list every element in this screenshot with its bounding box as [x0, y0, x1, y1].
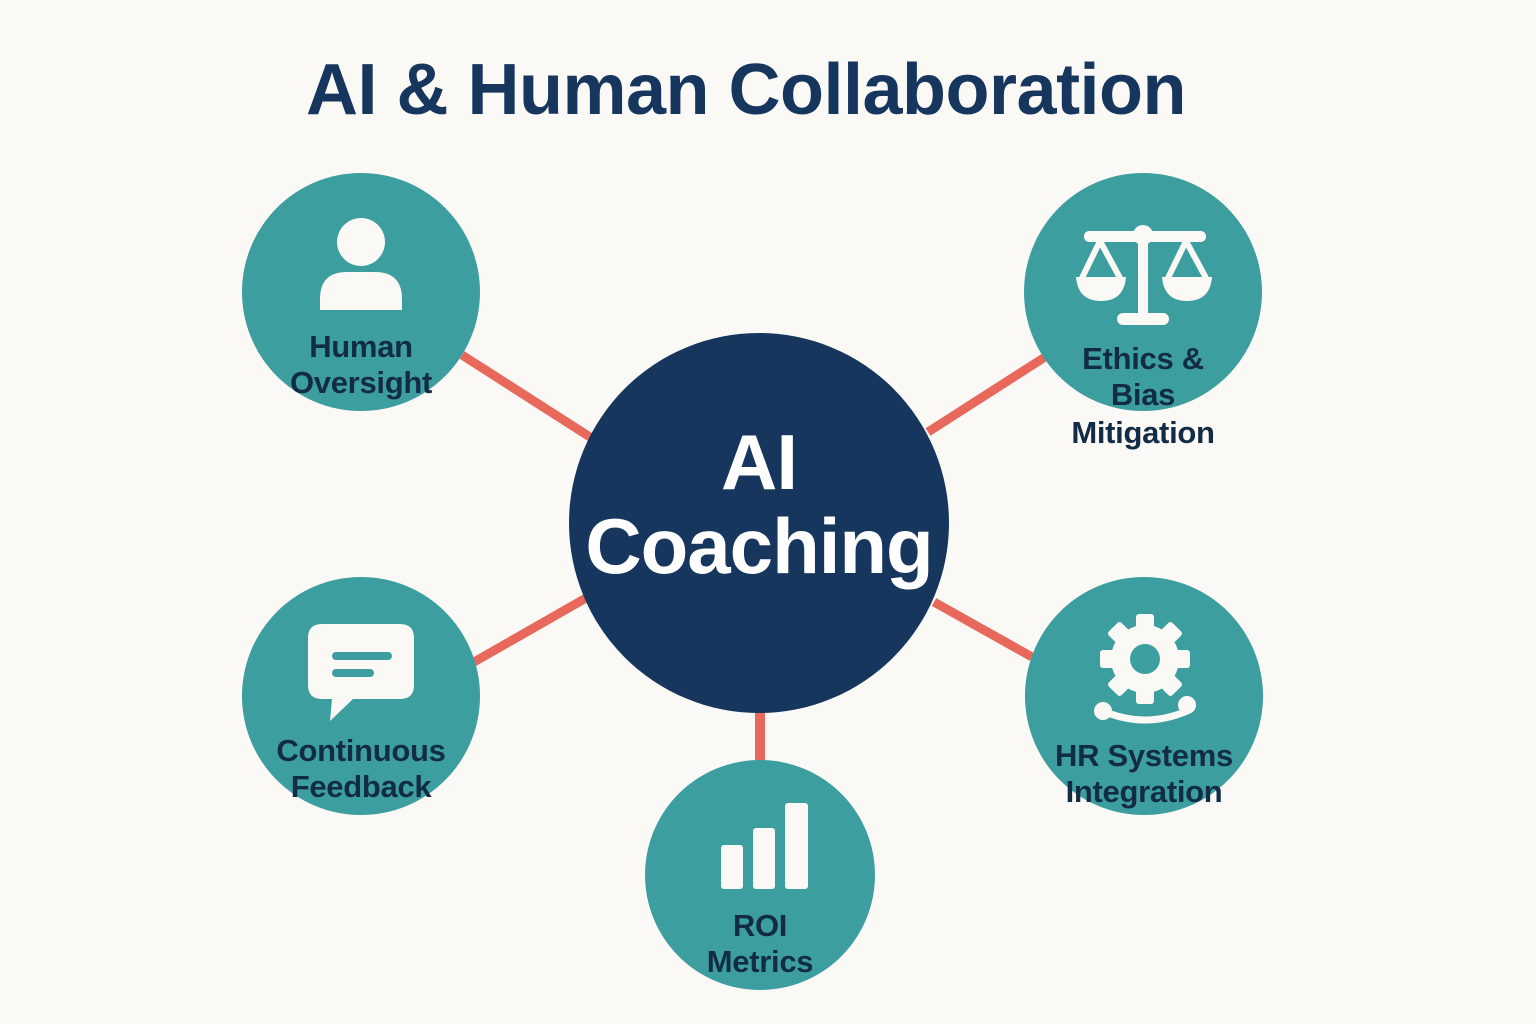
node-label-line1: Continuous — [276, 733, 446, 768]
hub-label-line1: AI — [721, 418, 798, 506]
node-label-line2: Metrics — [706, 944, 814, 979]
connector-ethics-bias — [925, 353, 1048, 436]
person-icon — [320, 218, 402, 310]
node-label-line1: Ethics & — [1082, 341, 1204, 376]
node-label-line3: Mitigation — [1071, 415, 1215, 450]
node-human-oversight: Human Oversight — [242, 173, 480, 411]
node-hr-systems: HR Systems Integration — [1025, 577, 1263, 815]
gear-icon — [1094, 614, 1196, 724]
connector-human-oversight — [459, 351, 593, 441]
hub-ai-coaching: AI Coaching — [569, 333, 949, 713]
node-label-line2: Feedback — [290, 769, 432, 804]
node-label-line2: Oversight — [289, 365, 432, 400]
node-roi-metrics: ROI Metrics — [645, 760, 875, 990]
node-label-line1: HR Systems — [1055, 738, 1233, 773]
node-ethics-bias: Ethics & Bias Mitigation — [1024, 173, 1262, 450]
chat-bubble-icon — [308, 624, 414, 721]
node-label-line2: Bias — [1110, 377, 1176, 412]
diagram-title: AI & Human Collaboration — [305, 50, 1187, 130]
node-label-line1: ROI — [732, 908, 788, 943]
connector-continuous-feedback — [471, 594, 589, 666]
connector-hr-systems — [931, 598, 1035, 661]
scales-icon — [1076, 225, 1212, 325]
hub-label-line2: Coaching — [585, 502, 933, 590]
node-label-line1: Human — [309, 329, 413, 364]
bar-chart-icon — [721, 803, 808, 889]
node-continuous-feedback: Continuous Feedback — [242, 577, 480, 815]
node-label-line2: Integration — [1065, 774, 1223, 809]
